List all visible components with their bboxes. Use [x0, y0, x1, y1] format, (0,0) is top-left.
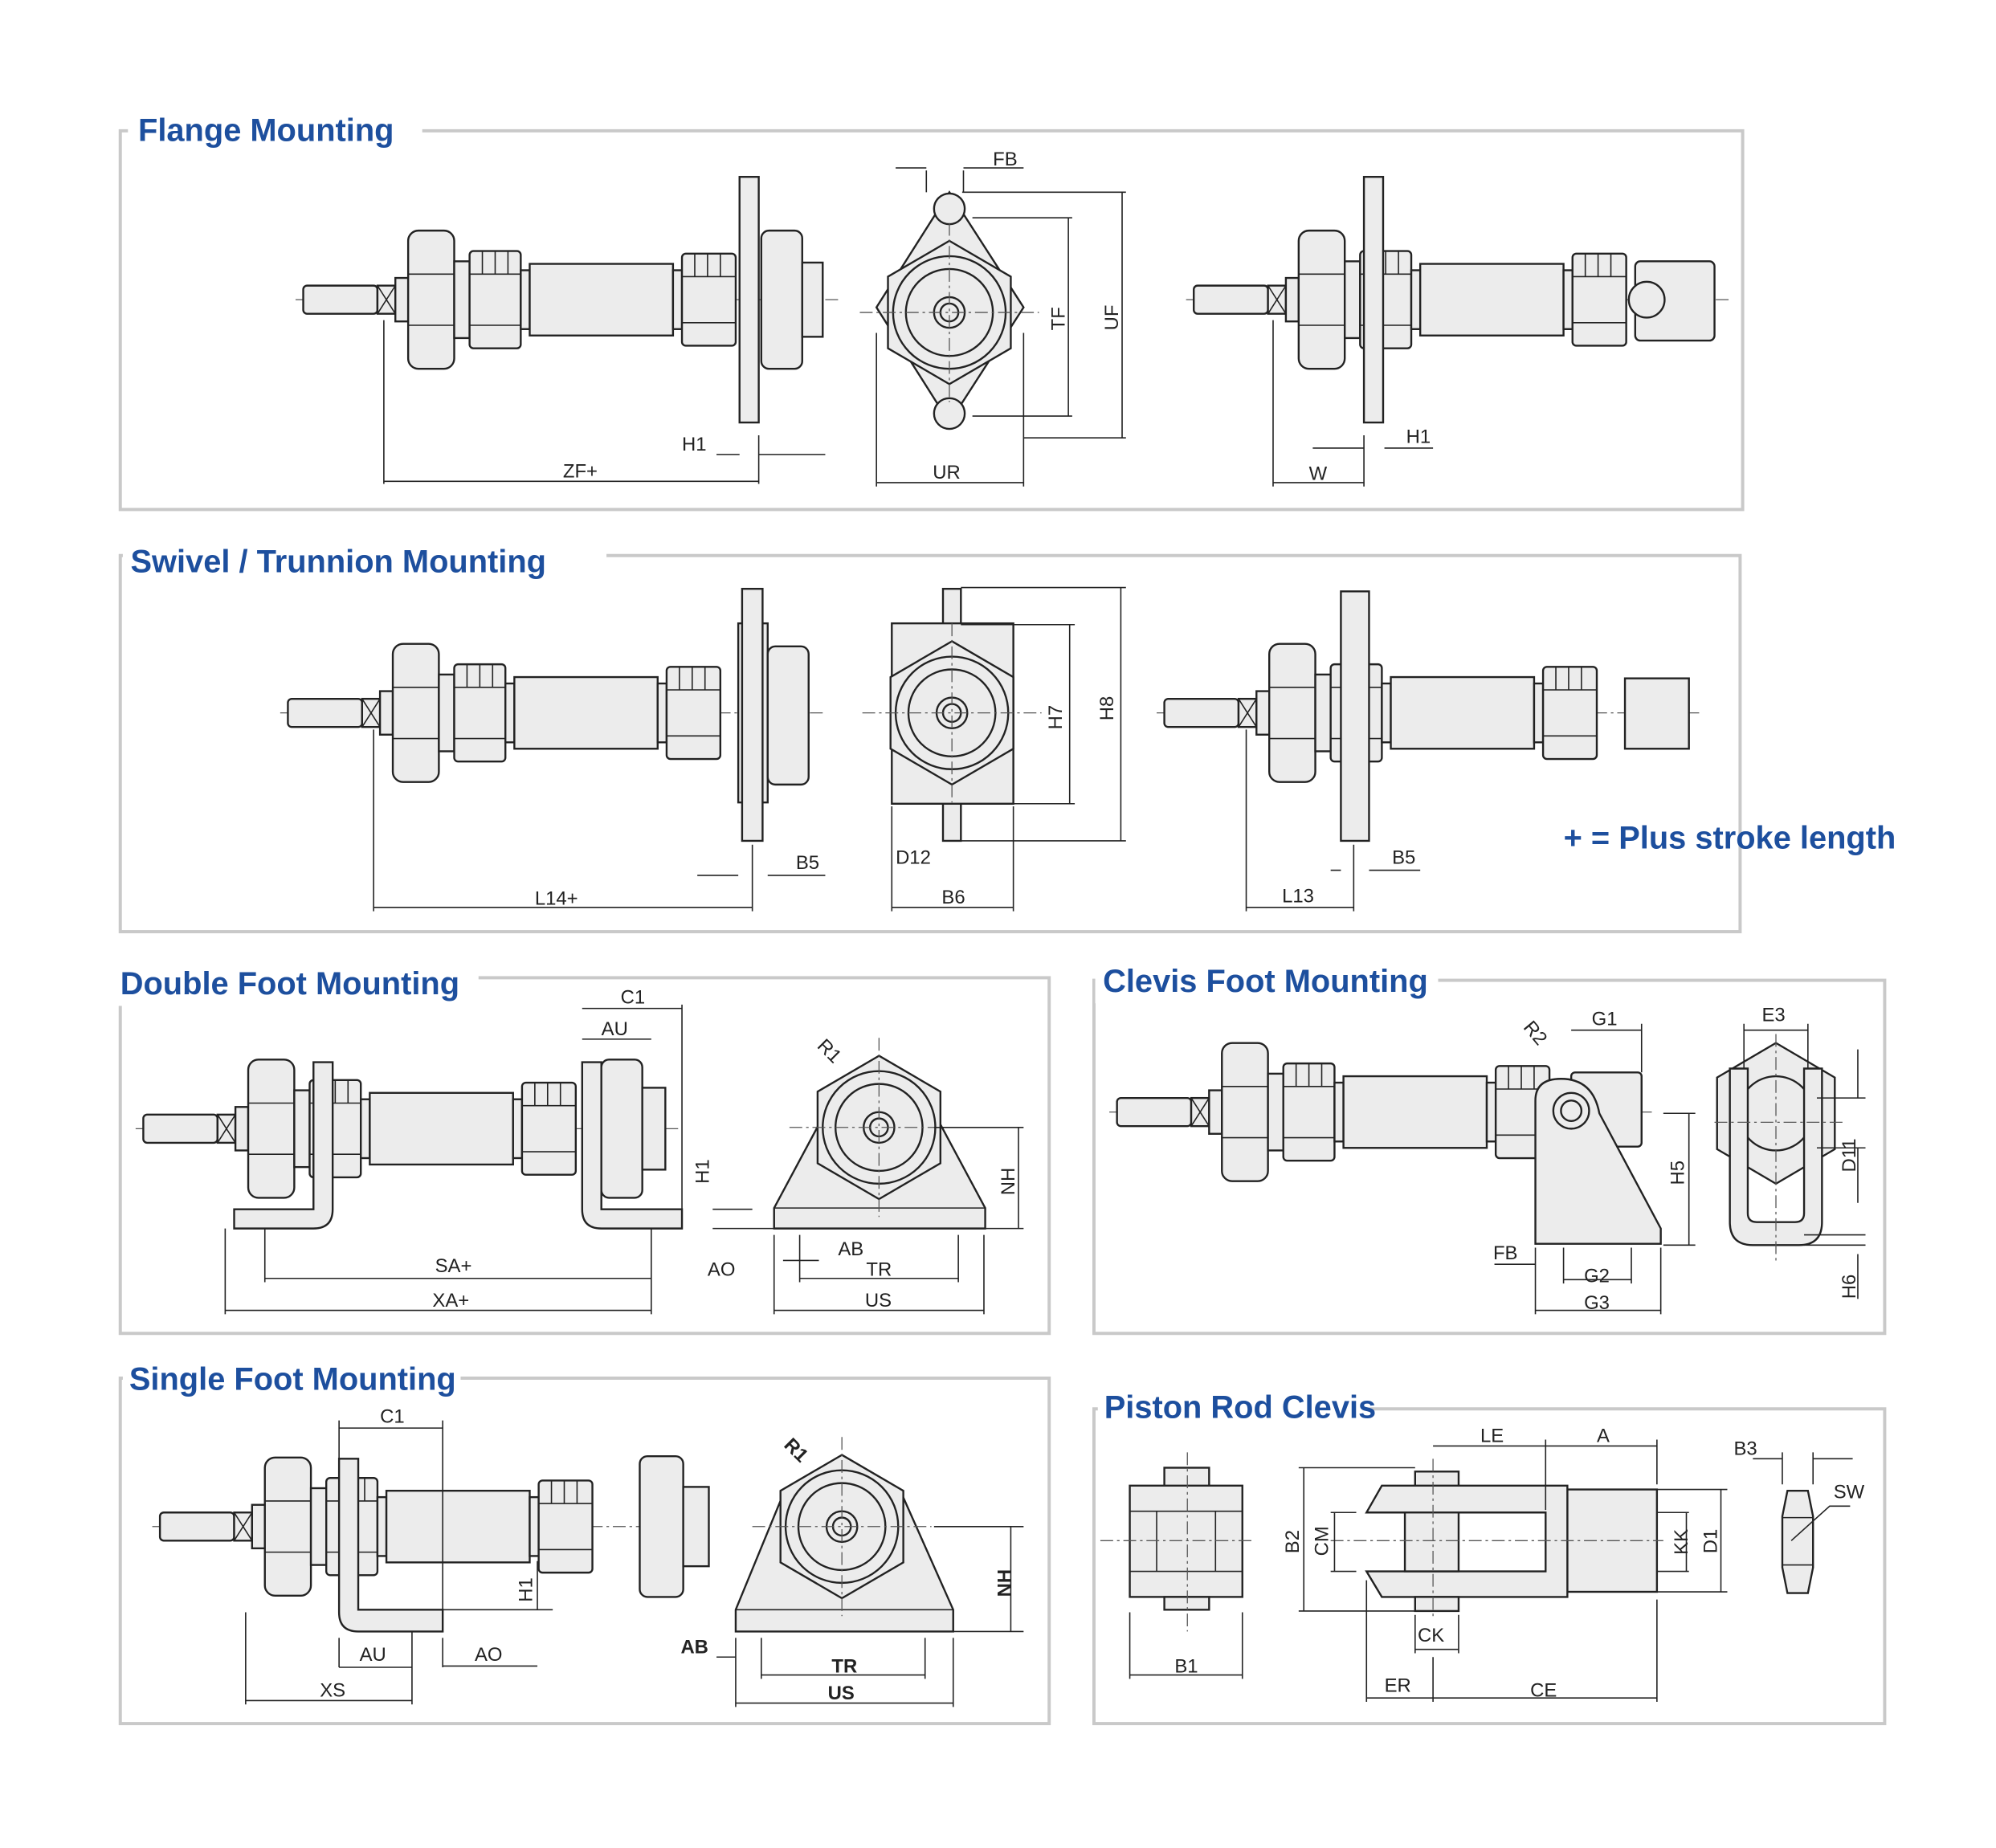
foot-bracket — [233, 1061, 334, 1230]
lock-nut-view — [1781, 1489, 1851, 1594]
dim-label: R1 — [813, 1035, 846, 1068]
clevis-side-view — [1100, 1452, 1255, 1632]
dim-label: ZF+ — [563, 461, 598, 483]
flange-plate — [738, 176, 760, 424]
dim-label: B5 — [1392, 847, 1415, 869]
clevis-top-view — [1330, 1458, 1663, 1619]
double-foot-section: Double Foot Mounting C1 AU H1 SA+ XA+ AO… — [115, 962, 1051, 1336]
foot-bracket — [581, 1061, 684, 1230]
dim-label: B2 — [1282, 1530, 1304, 1553]
dim-label: H1 — [692, 1159, 713, 1184]
section-title: Swivel / Trunnion Mounting — [130, 544, 546, 579]
single-foot-section: Single Foot Mounting C1 H1 AU AO XS R1 N… — [118, 1359, 1051, 1726]
section-title: Double Foot Mounting — [120, 966, 459, 1002]
section-title: Flange Mounting — [138, 113, 394, 149]
dim-label: AB — [680, 1636, 708, 1658]
dim-label: B6 — [941, 887, 965, 908]
dim-label: AB — [838, 1238, 863, 1260]
dim-label: CE — [1530, 1680, 1557, 1702]
dim-label: CM — [1311, 1526, 1333, 1556]
dim-label: SA+ — [435, 1255, 472, 1277]
dim-label: AU — [360, 1644, 386, 1666]
swivel-trunnion-section: Swivel / Trunnion Mounting B5 L14+ D12 B… — [118, 537, 1742, 934]
clevis-foot-front-view — [1714, 1034, 1843, 1261]
dim-label: R1 — [780, 1434, 813, 1467]
dim-label: UF — [1101, 305, 1123, 331]
dim-label: US — [865, 1290, 892, 1312]
dim-label: L13 — [1282, 885, 1314, 907]
dim-label: B5 — [796, 852, 819, 874]
stroke-length-note: + = Plus stroke length — [1564, 821, 1896, 856]
dim-label: AO — [708, 1259, 736, 1281]
dim-label: H1 — [516, 1577, 537, 1602]
dim-label: A — [1597, 1426, 1610, 1447]
dim-label: H8 — [1096, 696, 1118, 721]
dim-label: UR — [933, 462, 960, 483]
section-title: Clevis Foot Mounting — [1103, 964, 1428, 999]
trunnion-front-view — [861, 587, 1043, 842]
dim-label: L14+ — [535, 888, 578, 910]
cylinder-side-view — [1155, 643, 1703, 783]
dim-label: H7 — [1045, 705, 1067, 730]
dim-label: H5 — [1667, 1161, 1688, 1185]
section-title: Single Foot Mounting — [129, 1361, 456, 1397]
dim-label: G2 — [1584, 1266, 1610, 1287]
dim-label: C1 — [380, 1406, 405, 1428]
dim-label: G3 — [1584, 1292, 1610, 1314]
dim-label: NH — [998, 1168, 1019, 1195]
dim-label: US — [828, 1683, 855, 1704]
dim-label: W — [1309, 463, 1328, 485]
foot-front-view — [773, 1037, 986, 1230]
foot-bracket — [337, 1458, 444, 1633]
dim-label: FB — [993, 149, 1018, 170]
dim-label: H6 — [1839, 1275, 1860, 1299]
dim-label: LE — [1480, 1426, 1504, 1447]
dim-label: XA+ — [432, 1290, 469, 1312]
dim-label: NH — [994, 1569, 1015, 1597]
dim-label: B3 — [1733, 1438, 1757, 1460]
dim-label: CK — [1418, 1625, 1444, 1646]
flange-mounting-section: Flange Mounting FB TF UF H1 ZF+ UR H1 W — [118, 108, 1745, 512]
dim-label: D1 — [1700, 1529, 1722, 1554]
section-title: Piston Rod Clevis — [1104, 1389, 1376, 1425]
dim-label: H1 — [682, 434, 707, 455]
dim-label: XS — [320, 1680, 345, 1702]
dim-label: AU — [602, 1018, 628, 1040]
dim-label: B1 — [1174, 1655, 1198, 1677]
dim-label: H1 — [1406, 426, 1431, 448]
foot-front-view — [734, 1436, 954, 1633]
dim-label: R2 — [1519, 1017, 1551, 1050]
dim-label: ER — [1385, 1675, 1411, 1696]
clevis-foot-section: Clevis Foot Mounting R2 G1 E3 H5 D11 FB … — [1092, 960, 1887, 1336]
dim-label: KK — [1671, 1529, 1692, 1555]
dim-label: C1 — [621, 986, 646, 1008]
piston-rod-clevis-section: Piston Rod Clevis LE A B3 SW B2 CM KK D1… — [1092, 1387, 1887, 1726]
dim-label: D11 — [1839, 1139, 1860, 1173]
dim-label: D12 — [896, 847, 931, 869]
dim-label: AO — [475, 1644, 503, 1666]
dim-label: FB — [1493, 1242, 1518, 1264]
dim-label: TR — [866, 1259, 892, 1281]
dim-label: E3 — [1761, 1005, 1785, 1026]
dim-label: TR — [831, 1655, 857, 1677]
dim-label: SW — [1834, 1482, 1865, 1503]
flange-front-view — [859, 190, 1040, 430]
dim-label: TF — [1047, 307, 1069, 330]
dim-label: G1 — [1592, 1008, 1618, 1030]
cylinder-side-view — [151, 1456, 699, 1597]
